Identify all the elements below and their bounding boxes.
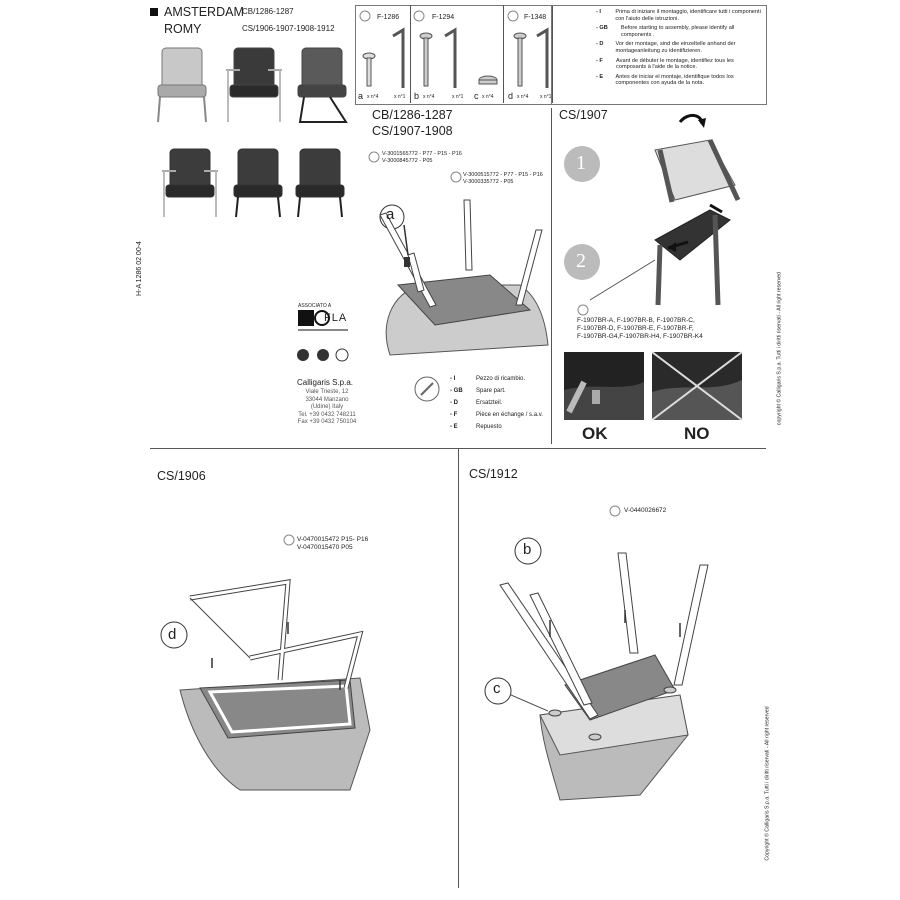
company-address: Viale Trieste, 12 33044 Manzano (Udine) … — [297, 389, 357, 426]
cs1907-title: CS/1907 — [559, 108, 608, 122]
hw-code-3: F-1348 — [524, 14, 547, 21]
section-divider-v1 — [551, 108, 552, 444]
cs1907-step2-drawing — [564, 203, 731, 306]
callout-b-label: b — [523, 541, 532, 558]
step2-badge — [564, 244, 600, 280]
hw-qty-a: x n°4 — [367, 94, 379, 100]
copyright-top: copyright © Calligaris S.p.a. Tutti i di… — [776, 271, 783, 426]
model1-name: AMSTERDAM — [164, 5, 244, 19]
ok-photo — [564, 352, 644, 420]
chair-thumb-6 — [295, 148, 345, 218]
no-photo — [651, 351, 743, 421]
model2-codes: CS/1906-1907-1908-1912 — [242, 24, 335, 33]
hw-qty-key1: x n°1 — [394, 94, 406, 100]
hw-divider-3 — [552, 5, 553, 103]
assoc-label: ASSOCIATO A — [298, 303, 332, 309]
hw-qty-c: x n°4 — [482, 94, 494, 100]
cs1912-assembly-drawing — [484, 537, 709, 801]
callout-c-circle — [484, 677, 512, 705]
chair-thumb-3 — [297, 47, 348, 123]
callout-c-label: c — [493, 680, 501, 697]
spare-icon — [359, 10, 519, 22]
allen-key-icon-3 — [536, 27, 549, 88]
step1-number: 1 — [576, 152, 586, 174]
step2-number: 2 — [576, 250, 586, 272]
bolt-a-icon — [362, 52, 376, 87]
callout-b-circle — [514, 537, 542, 565]
cs1912-spare-icon — [609, 505, 621, 517]
chair-thumb-5 — [233, 148, 283, 218]
spare-legend-icon — [414, 376, 440, 402]
hw-code-1: F-1286 — [377, 14, 400, 21]
hw-label-b: b — [414, 91, 420, 101]
copyright-bottom: Copyright © Calligaris S.p.a. Tutti i di… — [764, 706, 771, 861]
cb-title-2: CS/1907-1908 — [372, 124, 453, 138]
cs1912-title: CS/1912 — [469, 467, 518, 481]
hw-qty-d: x n°4 — [517, 94, 529, 100]
ok-label: OK — [582, 424, 608, 443]
header-square — [150, 8, 158, 16]
cert-logos — [297, 348, 349, 362]
step1-badge — [564, 146, 600, 182]
callout-a-label: a — [386, 206, 395, 223]
fla-logo — [298, 310, 348, 331]
company-name: Calligaris S.p.a. — [297, 378, 354, 387]
cb-title-1: CB/1286-1287 — [372, 108, 453, 122]
chair-thumbnails — [157, 47, 348, 218]
instructions-box — [552, 5, 767, 105]
cs1912-part: V-0440026672 — [624, 507, 667, 514]
chair-thumb-4 — [162, 148, 218, 217]
callout-d-label: d — [168, 626, 177, 643]
cs1906-assembly-drawing — [160, 579, 371, 791]
page-divider-v2 — [458, 448, 459, 888]
hardware-table — [355, 5, 552, 105]
bolt-b-icon — [419, 32, 433, 87]
washer-c-icon — [478, 75, 498, 85]
hw-label-d: d — [508, 91, 514, 101]
allen-key-icon — [392, 27, 405, 88]
cs1906-spare-icon — [283, 534, 295, 546]
model1-codes: CB/1286-1287 — [242, 7, 294, 16]
cs1906-title: CS/1906 — [157, 469, 206, 483]
model2-name: ROMY — [164, 22, 202, 36]
hardware-drawings — [359, 10, 549, 88]
chair-thumb-1 — [157, 47, 207, 123]
spare-icon-1907 — [577, 304, 589, 316]
hw-code-2: F-1294 — [432, 14, 455, 21]
hw-divider-1 — [410, 5, 411, 103]
cs1907-step1-drawing — [564, 114, 741, 203]
hw-divider-2 — [503, 5, 504, 103]
hw-label-a: a — [358, 91, 364, 101]
hw-qty-key2: x n°1 — [452, 94, 464, 100]
cs1907-parts: F-1907BR-A, F-1907BR-B, F-1907BR-C, F-19… — [577, 317, 703, 340]
hw-label-c: c — [474, 91, 479, 101]
cs1906-parts: V-0470015472 P15- P16 V-0470015470 P05 — [297, 536, 369, 551]
bolt-d-icon — [513, 32, 527, 87]
hw-qty-b: x n°4 — [423, 94, 435, 100]
cb-assembly-drawing — [368, 151, 549, 356]
fla-text: FLA — [324, 312, 348, 324]
hw-qty-key3: x n°1 — [540, 94, 552, 100]
side-code: H-A 1286 02 00-4 — [135, 241, 143, 296]
allen-key-icon-2 — [444, 27, 457, 88]
chair-thumb-2 — [226, 47, 282, 122]
no-label: NO — [684, 424, 710, 443]
callout-d-circle — [160, 621, 188, 649]
